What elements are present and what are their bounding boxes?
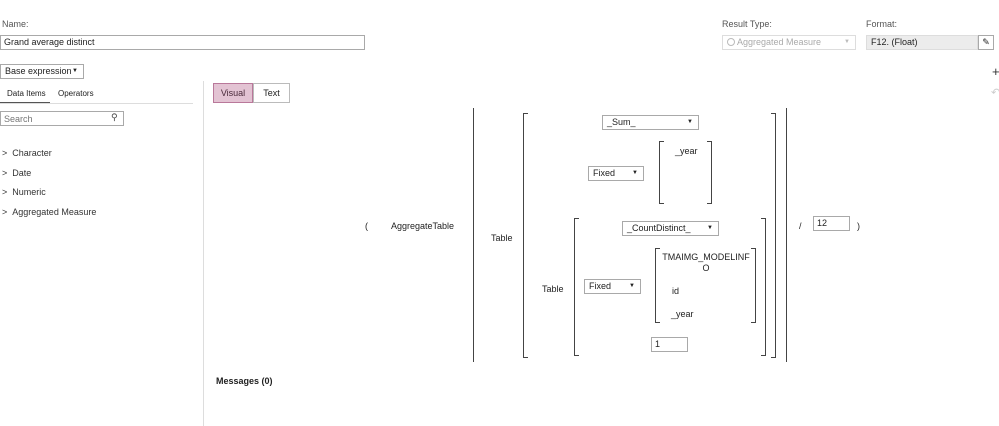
chevron-down-icon: ▼ (707, 225, 713, 231)
chevron-down-icon: ▼ (629, 283, 635, 289)
tab-visual[interactable]: Visual (213, 83, 253, 103)
fixed-1-item-year[interactable]: _year (675, 146, 698, 156)
chevron-right-icon: > (2, 168, 8, 178)
tab-divider (0, 103, 193, 104)
inner-bracket-right (761, 218, 766, 356)
tree-item-character[interactable]: > Character (2, 148, 52, 158)
constant-input[interactable]: 1 (651, 337, 688, 352)
fixed-select-2[interactable]: Fixed ▼ (584, 279, 641, 294)
sum-select-value: _Sum_ (607, 117, 636, 127)
fixed-select-2-value: Fixed (589, 281, 612, 291)
messages-label: Messages (0) (216, 376, 273, 386)
outer-table-label: Table (491, 233, 513, 243)
countdistinct-select-value: _CountDistinct_ (627, 223, 691, 233)
chevron-down-icon: ▼ (687, 119, 693, 125)
tab-text[interactable]: Text (253, 83, 290, 103)
result-type-select: Aggregated Measure ▼ (722, 35, 856, 50)
outer-bracket-left (523, 113, 528, 358)
outer-bracket-right (771, 113, 776, 358)
edit-format-button[interactable]: ✎ (978, 35, 994, 50)
fixed-select-1[interactable]: Fixed ▼ (588, 166, 644, 181)
fixed-2-item-year[interactable]: _year (671, 309, 694, 319)
fixed-2-item-id[interactable]: id (672, 286, 680, 296)
tab-operators[interactable]: Operators (58, 89, 94, 98)
fixed-select-1-value: Fixed (593, 168, 616, 178)
tree-item-aggregated-measure[interactable]: > Aggregated Measure (2, 207, 96, 217)
name-field[interactable]: Grand average distinct (0, 35, 365, 50)
fixed-2-item-model[interactable]: TMAIMG_MODELINFO (662, 252, 750, 273)
close-paren: ) (857, 221, 860, 231)
chevron-right-icon: > (2, 148, 8, 158)
tab-active-indicator (0, 102, 50, 103)
inner-table-label: Table (542, 284, 564, 294)
divide-operator[interactable]: / (799, 221, 802, 231)
tree-item-numeric[interactable]: > Numeric (2, 187, 46, 197)
add-icon[interactable]: + (992, 64, 999, 79)
open-paren: ( (365, 221, 368, 231)
tab-data-items[interactable]: Data Items (7, 89, 46, 98)
search-icon[interactable]: ⚲ (111, 112, 118, 122)
panel-divider (203, 81, 204, 426)
fixed-1-bracket-left (659, 141, 664, 204)
argument-divider-right (786, 108, 787, 362)
chevron-right-icon: > (2, 207, 8, 217)
countdistinct-select[interactable]: _CountDistinct_ ▼ (622, 221, 719, 236)
base-expression-select[interactable]: Base expression ▼ (0, 64, 84, 79)
base-expression-value: Base expression (5, 66, 72, 76)
aggregated-measure-icon (727, 38, 735, 46)
sum-select[interactable]: _Sum_ ▼ (602, 115, 699, 130)
chevron-down-icon: ▼ (72, 68, 78, 74)
aggregate-function-label[interactable]: AggregateTable (391, 221, 455, 231)
pencil-icon: ✎ (982, 37, 990, 47)
tree-item-label: Aggregated Measure (12, 207, 97, 217)
result-type-label: Result Type: (722, 19, 772, 29)
format-field: F12. (Float) (866, 35, 978, 50)
name-label: Name: (2, 19, 29, 29)
tree-item-label: Character (12, 148, 52, 158)
divisor-input[interactable]: 12 (813, 216, 850, 231)
inner-bracket-left (574, 218, 579, 356)
fixed-1-bracket-right (707, 141, 712, 204)
fixed-2-bracket-left (655, 248, 660, 323)
fixed-2-bracket-right (751, 248, 756, 323)
chevron-down-icon: ▼ (632, 170, 638, 176)
search-input[interactable] (0, 111, 124, 126)
argument-divider-left (473, 108, 474, 362)
chevron-right-icon: > (2, 187, 8, 197)
tree-item-label: Numeric (12, 187, 46, 197)
tree-item-label: Date (12, 168, 32, 178)
result-type-value: Aggregated Measure (737, 37, 822, 47)
tree-item-date[interactable]: > Date (2, 168, 31, 178)
undo-icon[interactable]: ↶ (991, 87, 999, 99)
format-label: Format: (866, 19, 898, 29)
chevron-down-icon: ▼ (844, 39, 850, 45)
